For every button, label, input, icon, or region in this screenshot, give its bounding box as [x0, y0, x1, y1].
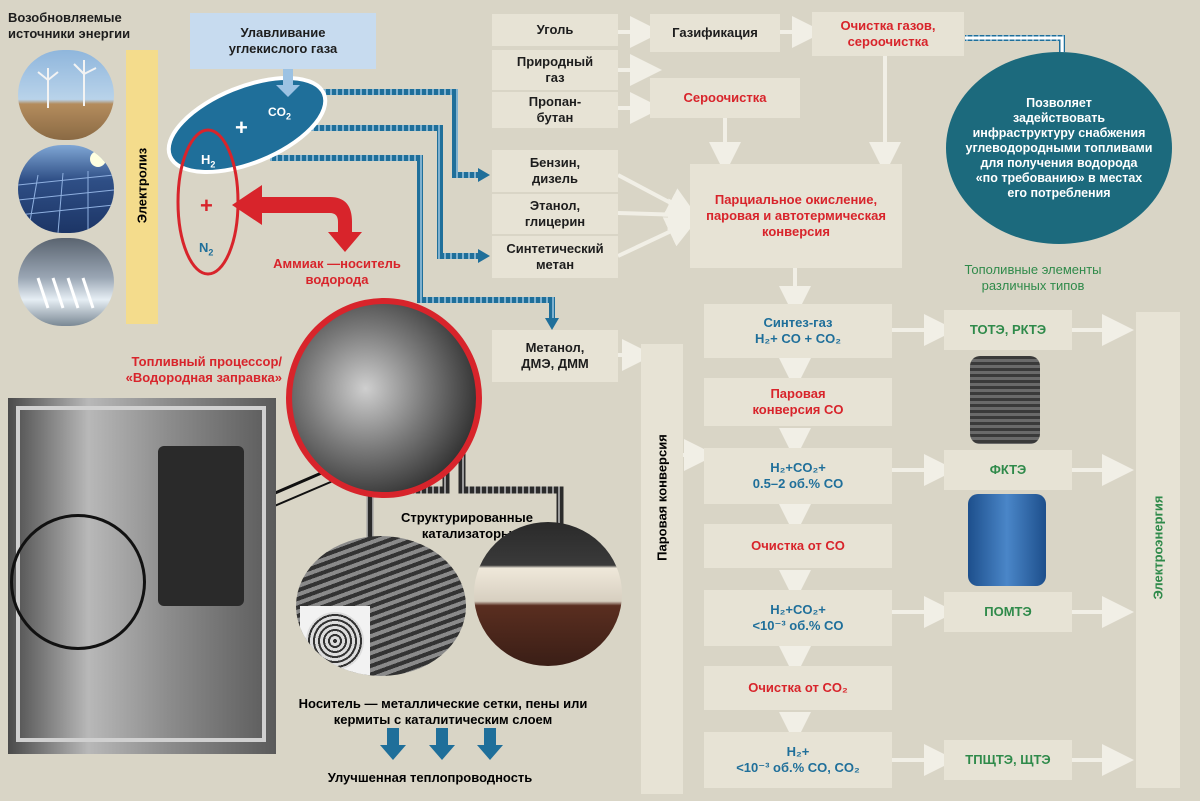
htpem-box: ТПЩТЭ, ЩТЭ — [944, 740, 1072, 780]
clean-co-box: Очистка от CO — [704, 524, 892, 568]
infrastructure-circle: Позволяет задействовать инфраструктуру с… — [946, 52, 1172, 244]
h2-line1: H₂+ — [786, 744, 810, 759]
steam-co-box: Паровая конверсия CO — [704, 378, 892, 426]
syngas-line2: H₂+ CO + CO₂ — [755, 331, 841, 346]
propane-box: Пропан- бутан — [492, 92, 618, 128]
steam-conversion-label: Паровая конверсия — [654, 434, 670, 561]
clean-co2-box: Очистка от CO₂ — [704, 666, 892, 710]
metal-mesh-photo — [296, 536, 466, 676]
synthetic-methane-box: Синтетический метан — [492, 236, 618, 278]
sofc-box: ТОТЭ, РКТЭ — [944, 310, 1072, 350]
h2-co2-2-line1: H₂+CO₂+ — [770, 602, 826, 617]
h2-co2-2-line2: <10⁻³ об.% CO — [752, 618, 844, 633]
thermal-label: Улучшенная теплопроводность — [327, 770, 533, 785]
capture-arrow — [276, 68, 300, 97]
h2-line2: <10⁻³ об.% CO, CO₂ — [736, 760, 860, 775]
desulfurization-box: Сероочистка — [650, 78, 800, 118]
white-arrow — [965, 36, 1064, 58]
electrolysis-bar: Электролиз — [126, 50, 158, 324]
pem-box: ПОМТЭ — [944, 592, 1072, 632]
syngas-line1: Синтез-газ — [763, 315, 833, 330]
hydro-dam-image — [18, 238, 114, 326]
electrolysis-label: Электролиз — [134, 147, 150, 224]
foam-catalyst-photo — [474, 522, 622, 666]
electricity-label: Электроэнергия — [1150, 495, 1166, 600]
plus-sign-2: + — [200, 193, 213, 218]
h2-co2-1-line1: H₂+CO₂+ — [770, 460, 826, 475]
fuel-cells-title: Тополивные элементы различных типов — [964, 262, 1102, 293]
ammonia-label: Аммиак —носитель водорода — [273, 256, 401, 287]
carrier-label: Носитель — металлические сетки, пены или… — [298, 696, 588, 727]
plus-sign-1: + — [235, 115, 248, 140]
h2-co2-1-line2: 0.5–2 об.% CO — [752, 476, 844, 491]
gas-cleaning-box: Очистка газов, сероочистка — [812, 12, 964, 56]
solar-panels-image — [18, 145, 114, 233]
connector-arrows — [617, 16, 1134, 776]
natural-gas-box: Природный газ — [492, 50, 618, 90]
renewables-title: Возобновляемые источники энергии — [8, 10, 131, 41]
n2-label: N2 — [199, 240, 214, 258]
teal-arrowheads — [478, 168, 559, 330]
magnified-circle — [10, 514, 146, 650]
co2-capture-box: Улавливание углекислого газа — [190, 13, 376, 69]
thermal-arrows — [380, 728, 503, 760]
fuel-cell-stack-image — [970, 356, 1040, 444]
gasoline-box: Бензин, дизель — [492, 150, 618, 192]
structured-catalysts-label: Структурированные катализаторы — [401, 510, 533, 541]
ammonia-arrow — [232, 185, 362, 252]
wind-turbines-image — [18, 50, 114, 140]
gasification-box: Газификация — [650, 14, 780, 52]
ethanol-box: Этанол, глицерин — [492, 194, 618, 234]
co2-label: CO2 — [268, 105, 292, 122]
partial-oxidation-box: Парциальное окисление, паровая и автотер… — [690, 164, 902, 268]
syngas-box: Синтез-газ H₂+ CO + CO₂ — [704, 304, 892, 358]
h2-co2-box-2: H₂+CO₂+ <10⁻³ об.% CO — [704, 590, 892, 646]
fuel-cell-module-image — [968, 494, 1046, 586]
methanol-box: Метанол, ДМЭ, ДММ — [492, 330, 618, 382]
h2-pure-box: H₂+ <10⁻³ об.% CO, CO₂ — [704, 732, 892, 788]
processor-title: Топливный процессор/ «Водородная заправк… — [125, 354, 282, 385]
electricity-bar: Электроэнергия — [1136, 312, 1180, 788]
pafc-box: ФКТЭ — [944, 450, 1072, 490]
reactor-closeup-photo — [286, 298, 482, 498]
h2-co2-box-1: H₂+CO₂+ 0.5–2 об.% CO — [704, 448, 892, 504]
co2-ellipse — [166, 76, 328, 174]
coal-box: Уголь — [492, 14, 618, 46]
h2-label: H2 — [201, 152, 216, 170]
mesh-roll-inset — [300, 606, 370, 676]
steam-conversion-bar: Паровая конверсия — [641, 344, 683, 794]
processor-cylinder — [158, 446, 244, 606]
